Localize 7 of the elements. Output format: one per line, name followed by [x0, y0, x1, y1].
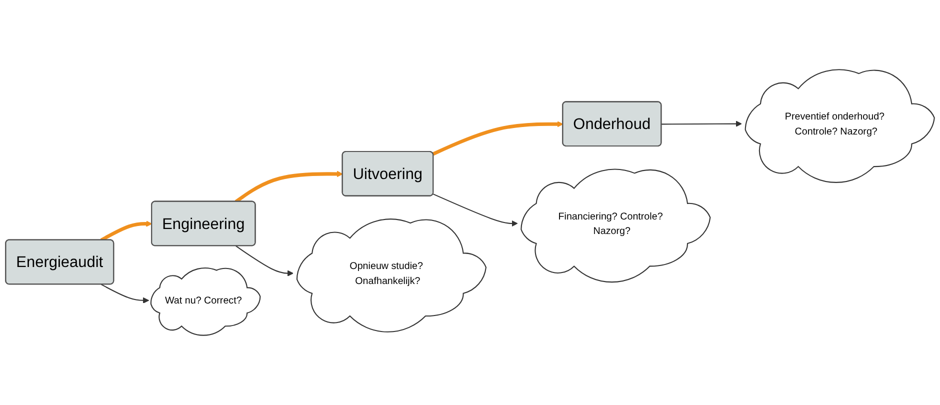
arrow	[234, 170, 343, 204]
arrow	[432, 121, 564, 156]
arrow	[432, 194, 518, 227]
arrow	[662, 120, 742, 127]
arrow	[100, 284, 150, 304]
arrow	[100, 220, 152, 242]
arrow	[236, 246, 294, 276]
